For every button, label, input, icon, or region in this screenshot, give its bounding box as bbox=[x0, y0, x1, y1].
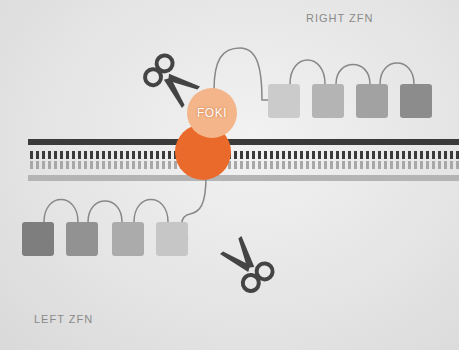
linker-line bbox=[134, 200, 168, 223]
dna-strand bbox=[28, 175, 459, 181]
linker-line bbox=[380, 63, 414, 84]
zinc-finger bbox=[66, 222, 98, 256]
dna-strand bbox=[28, 139, 459, 145]
zinc-finger bbox=[156, 222, 188, 256]
protein-label: RIGHT ZFN bbox=[306, 12, 373, 24]
zinc-finger bbox=[268, 84, 300, 118]
base-pairs bbox=[30, 151, 459, 159]
zinc-finger bbox=[312, 84, 344, 118]
zinc-finger bbox=[112, 222, 144, 256]
zinc-finger bbox=[22, 222, 54, 256]
domain-label: FOKI bbox=[197, 106, 227, 120]
linker-line bbox=[44, 200, 78, 223]
zinc-finger bbox=[400, 84, 432, 118]
foki-circle: FOKI bbox=[187, 88, 237, 138]
linker-line bbox=[336, 65, 370, 85]
scissors-icon bbox=[218, 234, 276, 294]
base-pairs bbox=[30, 161, 459, 169]
zinc-finger bbox=[356, 84, 388, 118]
protein-label: LEFT ZFN bbox=[34, 313, 93, 325]
linker-line bbox=[290, 60, 325, 84]
linker-line bbox=[88, 201, 122, 222]
